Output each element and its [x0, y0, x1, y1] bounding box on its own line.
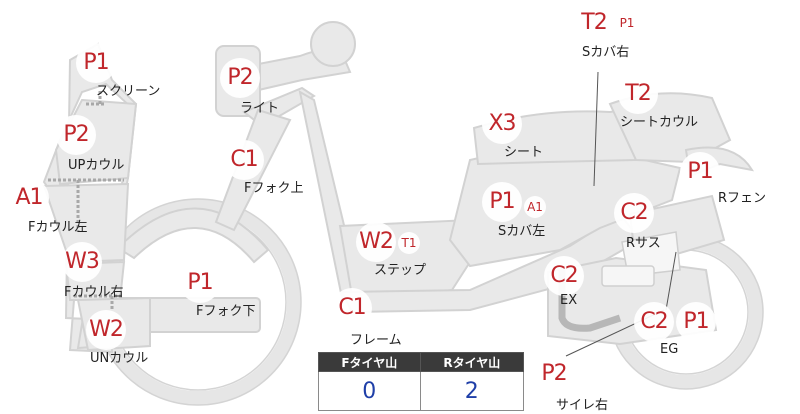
s-cover-left-code-badge: P1	[482, 182, 522, 222]
r-sus-label: Rサス	[626, 236, 661, 251]
screen-code-badge: P1	[76, 43, 116, 83]
frame-code-badge: C1	[332, 288, 372, 328]
screen-label: スクリーン	[96, 84, 161, 99]
front-tire-header: Fタイヤ山	[318, 352, 421, 372]
exhaust-label: EX	[560, 293, 578, 308]
un-cowl-label: UNカウル	[90, 351, 149, 366]
s-cover-left-label: Sカバ左	[498, 224, 546, 239]
seat-label: シート	[504, 145, 544, 160]
up-cowl-code-badge: P2	[56, 115, 96, 155]
seat-cowl-code-badge: T2	[618, 74, 658, 114]
silencer-right-code-badge: P2	[534, 354, 574, 394]
r-sus-code-badge: C2	[614, 193, 654, 233]
f-fork-upper-label: Fフォク上	[244, 181, 304, 196]
f-fork-upper-code-badge: C1	[224, 140, 264, 180]
engine-label: EG	[660, 342, 679, 357]
exhaust-pipe	[558, 270, 622, 332]
silencer-right-label: サイレ右	[556, 398, 609, 413]
light-label: ライト	[240, 101, 280, 116]
un-cowl-code-badge: W2	[86, 310, 126, 350]
light-code-badge: P2	[220, 58, 260, 98]
mirror	[310, 21, 356, 67]
exhaust-code-badge: C2	[544, 256, 584, 296]
f-cowl-right-code-badge: W3	[62, 242, 102, 282]
s-cover-right-sub-code-badge: P1	[616, 12, 638, 34]
step-sub-code-badge: T1	[398, 232, 420, 254]
engine-code-badge: C2	[634, 302, 674, 342]
f-fork-lower-code-badge: P1	[180, 263, 220, 303]
s-cover-right-code-badge: T2	[574, 3, 614, 43]
engine-code2-badge: P1	[676, 302, 716, 342]
seat-cowl-label: シートカウル	[620, 115, 699, 130]
f-cowl-left-code-badge: A1	[9, 178, 49, 218]
r-fender-code-badge: P1	[680, 152, 720, 192]
f-cowl-left-label: Fカウル左	[28, 220, 88, 235]
f-cowl-right-label: Fカウル右	[64, 285, 124, 300]
f-fork-lower-label: Fフォク下	[196, 304, 256, 319]
rear-tire-header: Rタイヤ山	[419, 352, 525, 372]
tire-tread-table: Fタイヤ山 Rタイヤ山 0 2	[318, 352, 525, 411]
seat-code-badge: X3	[482, 104, 522, 144]
step-code-badge: W2	[356, 222, 396, 262]
rear-tire-value: 2	[419, 371, 525, 411]
s-cover-left-sub-code-badge: A1	[524, 196, 546, 218]
front-tire-value: 0	[318, 371, 421, 411]
s-cover-right-label: Sカバ右	[582, 45, 630, 60]
up-cowl-label: UPカウル	[68, 158, 125, 173]
step-label: ステップ	[374, 263, 427, 278]
frame-label: フレーム	[350, 333, 402, 348]
engine-part	[547, 256, 718, 346]
r-fender-label: Rフェン	[718, 191, 767, 206]
